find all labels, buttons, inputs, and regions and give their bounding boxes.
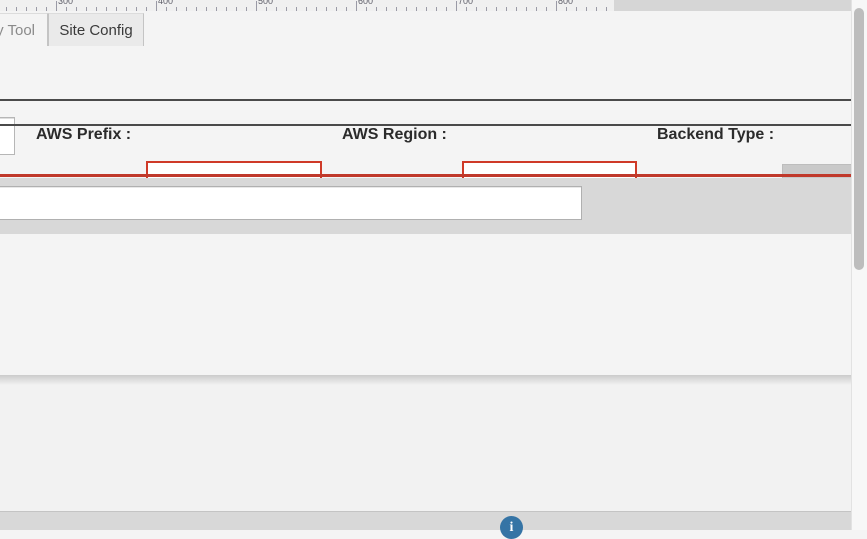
- ruler-major-tick: [156, 1, 157, 11]
- ruler-minor-tick: [576, 7, 577, 11]
- tab-bar: y Tool Site Config: [0, 11, 867, 58]
- ruler-minor-tick: [96, 7, 97, 11]
- ruler-minor-tick: [476, 7, 477, 11]
- ruler-minor-tick: [436, 7, 437, 11]
- ruler-minor-tick: [546, 7, 547, 11]
- ruler-minor-tick: [586, 7, 587, 11]
- ruler-minor-tick: [106, 7, 107, 11]
- ruler-minor-tick: [426, 7, 427, 11]
- ruler-minor-tick: [246, 7, 247, 11]
- ruler-minor-tick: [86, 7, 87, 11]
- ruler-label: 500: [258, 0, 274, 6]
- ruler-minor-tick: [316, 7, 317, 11]
- ruler-minor-tick: [496, 7, 497, 11]
- ruler-minor-tick: [66, 7, 67, 11]
- ruler-minor-tick: [136, 7, 137, 11]
- ruler-minor-tick: [526, 7, 527, 11]
- ruler-major-tick: [56, 1, 57, 11]
- ruler-major-tick: [256, 1, 257, 11]
- ruler-minor-tick: [296, 7, 297, 11]
- ruler-inactive-region: [614, 0, 867, 11]
- ruler-minor-tick: [406, 7, 407, 11]
- panel-drop-shadow: [0, 375, 867, 385]
- info-badge-icon[interactable]: i: [500, 516, 523, 539]
- ruler-minor-tick: [346, 7, 347, 11]
- ruler-minor-tick: [416, 7, 417, 11]
- ruler-minor-tick: [306, 7, 307, 11]
- tab-bar-background: [0, 11, 867, 46]
- ruler-minor-tick: [386, 7, 387, 11]
- tab-site-config-label: Site Config: [59, 21, 133, 39]
- ruler-label: 600: [358, 0, 374, 6]
- ruler-minor-tick: [596, 7, 597, 11]
- ruler-minor-tick: [376, 7, 377, 11]
- search-input[interactable]: [0, 186, 582, 220]
- divider-line-2: [0, 124, 853, 126]
- vertical-scrollbar-track[interactable]: [851, 0, 867, 530]
- ruler-minor-tick: [146, 7, 147, 11]
- ruler-label: 400: [158, 0, 174, 6]
- ruler-minor-tick: [126, 7, 127, 11]
- panel-empty-area: [0, 234, 853, 375]
- ruler-minor-tick: [186, 7, 187, 11]
- ruler-minor-tick: [326, 7, 327, 11]
- clipped-left-input[interactable]: [0, 117, 15, 155]
- ruler-minor-tick: [606, 7, 607, 11]
- ruler-major-tick: [356, 1, 357, 11]
- ruler-major-tick: [456, 1, 457, 11]
- ruler-minor-tick: [46, 7, 47, 11]
- aws-prefix-label: AWS Prefix :: [36, 126, 132, 143]
- ruler-minor-tick: [446, 7, 447, 11]
- ruler-minor-tick: [176, 7, 177, 11]
- aws-settings-row: AWS Prefix : null AWS Region : null Back…: [0, 107, 867, 207]
- divider-line-1: [0, 99, 853, 101]
- ruler-minor-tick: [206, 7, 207, 11]
- ruler-minor-tick: [276, 7, 277, 11]
- ruler-minor-tick: [516, 7, 517, 11]
- footer-bar: i: [0, 511, 867, 539]
- search-band: [0, 178, 853, 234]
- ruler-minor-tick: [226, 7, 227, 11]
- page-background-below-panel: i: [0, 375, 867, 539]
- ruler-minor-tick: [196, 7, 197, 11]
- ruler-minor-tick: [566, 7, 567, 11]
- ruler-label: 700: [458, 0, 474, 6]
- ruler-minor-tick: [236, 7, 237, 11]
- ruler-major-tick: [556, 1, 557, 11]
- ruler-minor-tick: [36, 7, 37, 11]
- ruler-minor-tick: [116, 7, 117, 11]
- ruler-minor-tick: [366, 7, 367, 11]
- backend-type-label: Backend Type :: [657, 126, 775, 143]
- tab-site-config[interactable]: Site Config: [48, 13, 144, 46]
- ruler-minor-tick: [466, 7, 467, 11]
- divider-line-red: [0, 174, 853, 177]
- ruler-minor-tick: [336, 7, 337, 11]
- ruler-minor-tick: [76, 7, 77, 11]
- ruler-minor-tick: [486, 7, 487, 11]
- aws-region-label: AWS Region :: [342, 126, 447, 143]
- ruler-minor-tick: [286, 7, 287, 11]
- ruler-minor-tick: [6, 7, 7, 11]
- ruler-minor-tick: [16, 7, 17, 11]
- ruler-minor-tick: [166, 7, 167, 11]
- ruler-minor-tick: [396, 7, 397, 11]
- ruler-minor-tick: [26, 7, 27, 11]
- ruler-minor-tick: [216, 7, 217, 11]
- tab-query-tool[interactable]: y Tool: [0, 13, 48, 46]
- ruler-minor-tick: [506, 7, 507, 11]
- ruler-label: 300: [58, 0, 74, 6]
- ruler-minor-tick: [266, 7, 267, 11]
- ruler-minor-tick: [536, 7, 537, 11]
- tab-query-tool-label: y Tool: [0, 21, 35, 39]
- vertical-scrollbar-thumb[interactable]: [854, 8, 864, 270]
- ruler-label: 800: [558, 0, 574, 6]
- site-config-panel: AWS Prefix : null AWS Region : null Back…: [0, 47, 867, 375]
